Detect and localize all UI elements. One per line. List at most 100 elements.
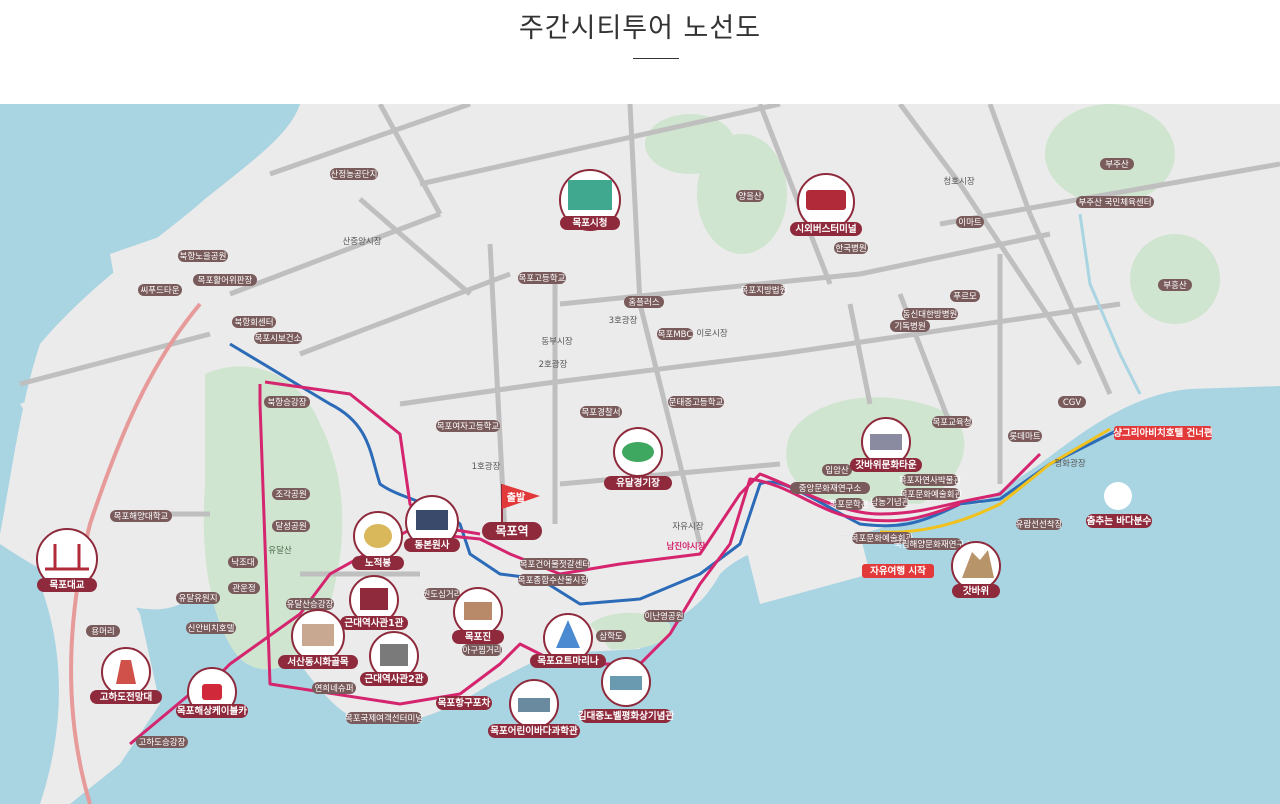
red-callouts: 자유여행 시작 샹그리아비치호텔 건너편 [862,426,1213,578]
svg-text:국립해양문화재연구소: 국립해양문화재연구소 [894,539,972,550]
place-sanjeong-complex: 산정농공단지 [330,168,378,180]
badge-port-pocha: 목포항구포차 [436,696,492,710]
svg-text:유달유원지: 유달유원지 [178,593,217,604]
svg-text:유달산: 유달산 [268,545,292,556]
svg-text:용머리: 용머리 [91,627,114,637]
place-yudal-cheongsam: 유달유원지 [176,592,220,604]
badge-seosan: 서산동시화골목 [278,609,358,669]
place-munhwa-art: 목포문화예술회관 [851,532,913,544]
svg-text:산중앙시장: 산중앙시장 [342,236,381,247]
svg-text:목포시보건소: 목포시보건소 [255,333,302,344]
place-mundae-high: 문태중고등학교 [668,396,724,408]
landmark-badges: 목포시청 시외버스터미널 목포대교 동본원사 노적봉 근대역사관1관 [36,169,1152,738]
place-mokpo-mbc: 목포MBC [657,328,693,340]
svg-text:목포문화예술회관: 목포문화예술회관 [900,489,963,500]
svg-text:홈플러스: 홈플러스 [628,297,659,308]
svg-text:목포대교: 목포대교 [50,579,85,591]
place-gohado-ferry: 고하도승강장 [136,736,188,748]
place-yangeulsan: 양을산 [736,190,764,202]
svg-text:샹그리아비치호텔 건너편: 샹그리아비치호텔 건너편 [1113,427,1212,439]
svg-text:유람선선착장: 유람선선착장 [1016,519,1063,530]
svg-text:이난영공원: 이난영공원 [644,611,683,622]
place-girls-high: 목포여자고등학교 [436,420,500,432]
place-yongeori: 용머리 [86,625,120,637]
svg-text:양을산: 양을산 [738,191,762,202]
svg-text:부주산: 부주산 [1105,159,1129,170]
svg-text:씨푸드타운: 씨푸드타운 [140,286,179,296]
title-underline [633,58,679,59]
svg-text:목포해상케이블카: 목포해상케이블카 [177,705,247,717]
place-bukhang-park: 북항노을공원 [178,250,228,262]
svg-text:기독병원: 기독병원 [894,322,925,332]
badge-yudal-stadium: 유달경기장 [604,427,672,490]
svg-text:북항회센터: 북항회센터 [234,317,273,328]
svg-text:남농기념관: 남농기념관 [870,497,909,508]
place-coastal-fish: 목포종합수산물시장 [518,574,589,586]
place-ijeong: 이난영공원 [644,610,684,622]
svg-text:달성공원: 달성공원 [275,521,306,532]
svg-text:입암산: 입암산 [825,465,849,476]
shangri-la-callout: 샹그리아비치호텔 건너편 [1113,426,1213,440]
start-marker: 출발 목포역 [482,484,542,540]
svg-text:목포활어위판장: 목포활어위판장 [198,275,253,286]
svg-text:부주산 국민체육센터: 부주산 국민체육센터 [1078,197,1151,208]
place-nakjodae: 낙조대 [228,556,258,568]
badge-kdj-hall: 김대중노벨평화상기념관 [578,657,674,723]
svg-text:목포건어물젓갈센터: 목포건어물젓갈센터 [520,559,590,570]
badge-nojeokbong: 노적봉 [352,511,404,570]
place-namnong: 남농기념관 [870,496,910,508]
place-cgv: CGV [1058,396,1086,408]
svg-text:문태중고등학교: 문태중고등학교 [669,397,724,408]
svg-text:목포고등학교: 목포고등학교 [519,273,566,284]
svg-text:청호시장: 청호시장 [943,176,974,187]
svg-text:원도심거리: 원도심거리 [422,589,461,600]
badge-museum-2: 근대역사관2관 [360,631,428,686]
svg-text:조각공원: 조각공원 [275,489,306,500]
svg-text:롯데마트: 롯데마트 [1009,432,1040,442]
svg-text:고하도전망대: 고하도전망대 [100,691,152,703]
place-mokpo-court: 목포지방법원 [741,284,787,296]
plain-labels: 산중앙시장 동부시장 2호광장 3호광장 이로시장 청호시장 1호광장 유달산 … [268,176,1086,556]
svg-text:갓바위문화타운: 갓바위문화타운 [855,459,916,471]
svg-text:목포국제여객선터미널: 목포국제여객선터미널 [345,713,423,724]
svg-text:3호광장: 3호광장 [609,315,638,326]
place-bukhang-center: 북항회센터 [232,316,276,328]
place-yeonhee: 연희네슈퍼 [312,682,356,694]
svg-text:1호광장: 1호광장 [472,461,501,472]
badge-mokpojin: 목포진 [452,587,504,644]
svg-text:이로시장: 이로시장 [696,328,727,339]
svg-text:북항노을공원: 북항노을공원 [180,252,227,262]
place-mokpo-food: 목포건어물젓갈센터 [520,558,590,570]
svg-text:출발: 출발 [507,491,526,504]
svg-text:낙조대: 낙조대 [231,557,254,568]
place-whale-center: 목포활어위판장 [193,274,257,286]
place-mokpo-museum: 목포문화예술회관 [900,488,963,500]
place-emart: 이마트 [956,216,984,228]
svg-text:동신대한방병원: 동신대한방병원 [903,309,958,320]
place-labels: 산정농공단지 북항노을공원 목포활어위판장 씨푸드타운 북항회센터 목포시보건소… [86,158,1192,748]
svg-text:김대중노벨평화상기념관: 김대중노벨평화상기념관 [578,710,674,722]
place-ajumma: 아구찜거리 [462,644,502,656]
page-title: 주간시티투어 노선도 [518,13,762,44]
place-homeplus: 홈플러스 [624,296,664,308]
badge-fountain: 춤추는 바다분수 [1086,482,1152,528]
place-ewha-street: 원도심거리 [422,588,462,600]
svg-text:목포종합수산물시장: 목포종합수산물시장 [518,575,589,586]
svg-text:자유여행 시작: 자유여행 시작 [870,565,926,577]
svg-text:목포MBC: 목포MBC [658,330,693,340]
sea-area [0,104,1280,804]
svg-text:갓바위: 갓바위 [963,585,989,597]
badge-children-museum: 목포어린이바다과학관 [488,679,580,738]
svg-text:푸르모: 푸르모 [953,292,977,302]
svg-text:삼학도: 삼학도 [599,631,623,642]
railway-line [69,302,202,804]
place-yudalsan-ferry: 유달산승강장 [286,598,334,610]
svg-text:유달경기장: 유달경기장 [616,477,660,489]
canal [1078,213,1142,395]
svg-text:북항승강장: 북항승강장 [267,397,306,408]
svg-text:유달산승강장: 유달산승강장 [287,599,334,610]
place-ocean-museum: 목포자연사박물관 [899,474,961,486]
badge-gatbawi-center: 갓바위문화타운 [850,417,922,472]
svg-text:목포해양대학교: 목포해양대학교 [114,511,169,522]
svg-text:평화광장: 평화광장 [1054,458,1085,469]
